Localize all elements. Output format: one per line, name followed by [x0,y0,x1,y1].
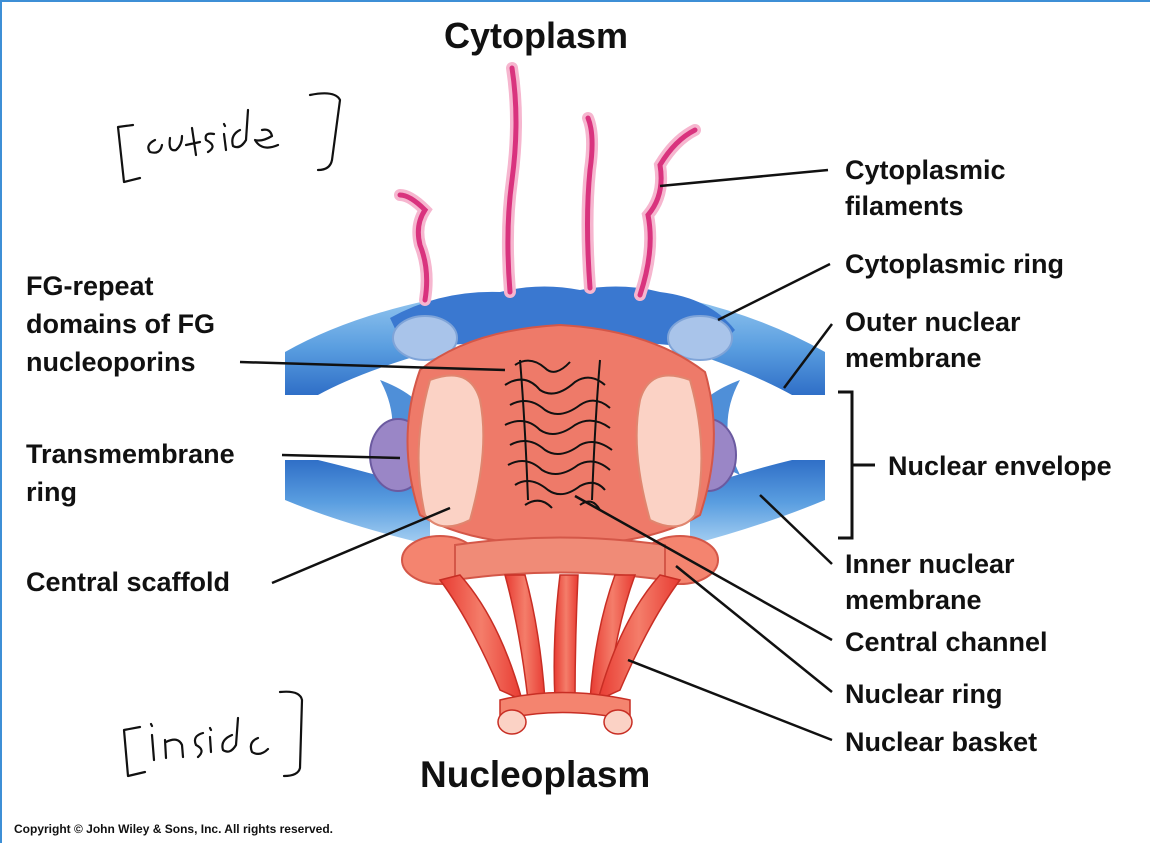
central-scaffold [408,325,714,545]
bracket-outside-left [118,125,140,182]
label-nuclear-ring: Nuclear ring [845,676,1003,712]
label-outer-nuclear-membrane-line1: Outer nuclear [845,304,1021,340]
scaffold-spoke-left [419,376,484,527]
basket-strut-3 [554,575,578,700]
nuclear-ring-band [455,538,665,581]
label-transmembrane-ring-line2: ring [26,474,77,510]
label-central-scaffold: Central scaffold [26,564,230,600]
label-fg-repeat-line1: FG-repeat [26,268,154,304]
leader-nuclear-basket [628,660,832,740]
label-transmembrane-ring-line1: Transmembrane [26,436,235,472]
label-cytoplasmic-ring: Cytoplasmic ring [845,246,1064,282]
label-central-channel: Central channel [845,624,1048,660]
label-nuclear-envelope: Nuclear envelope [888,448,1112,484]
handwriting-inside [151,718,268,760]
label-cytoplasmic-filaments-line2: filaments [845,188,964,224]
label-fg-repeat-line2: domains of FG [26,306,215,342]
title-cytoplasm: Cytoplasm [444,14,628,58]
label-outer-nuclear-membrane-line2: membrane [845,340,982,376]
label-inner-nuclear-membrane-line2: membrane [845,582,982,618]
copyright-notice: Copyright © John Wiley & Sons, Inc. All … [14,822,333,836]
bracket-inside-right [280,692,302,776]
label-fg-repeat-line3: nucleoporins [26,344,196,380]
leader-nuclear-ring [676,566,832,692]
basket-foot-left [498,710,526,734]
bracket-inside-left [124,727,145,776]
bracket-outside-right [310,93,340,170]
handwritten-annotations [118,93,340,776]
label-nuclear-basket: Nuclear basket [845,724,1037,760]
leader-cytoplasmic-filaments [660,170,828,186]
cytoplasmic-filaments [400,68,695,300]
title-nucleoplasm: Nucleoplasm [420,752,650,798]
basket-foot-right [604,710,632,734]
label-inner-nuclear-membrane-line1: Inner nuclear [845,546,1015,582]
leader-cytoplasmic-ring [718,264,830,320]
scaffold-spoke-right [637,376,702,527]
handwriting-outside [148,110,278,155]
nuclear-envelope-bracket [838,392,875,538]
nuclear-basket [440,575,680,734]
label-cytoplasmic-filaments-line1: Cytoplasmic [845,152,1006,188]
